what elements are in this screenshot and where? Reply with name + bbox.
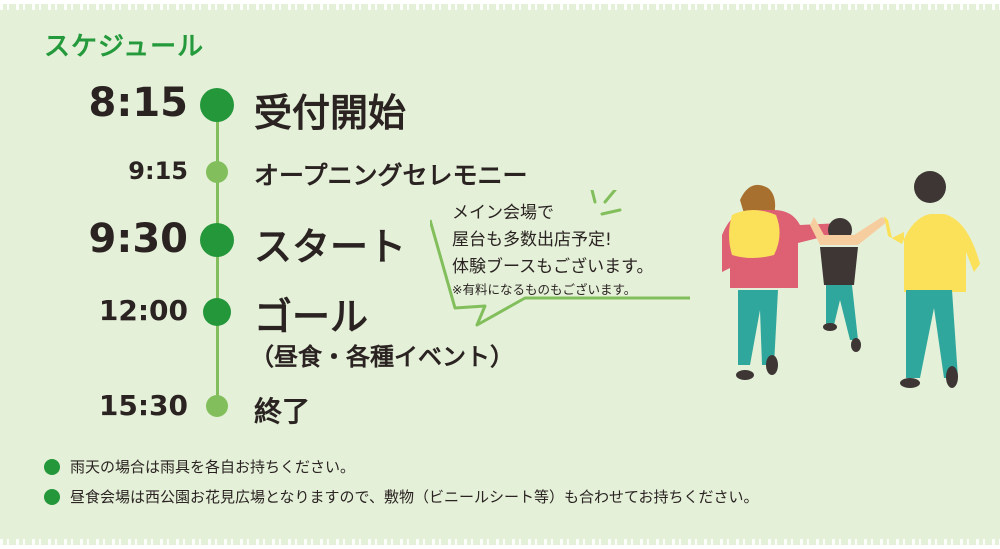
bubble-line: メイン会場で [452,203,554,223]
event-goal-subtitle: （昼食・各種イベント） [250,343,514,371]
timeline-dot-medium-icon [203,298,231,326]
timeline-dot-large-icon [200,88,234,122]
torn-edge-bottom [0,539,1000,545]
bubble-note: ※有料になるものもございます。 [452,282,637,297]
bullet-dot-icon [44,459,60,475]
time-1530: 15:30 [98,389,188,422]
note-item: 昼食会場は西公園お花見広場となりますので、敷物（ビニールシート等）も合わせてお持… [44,482,759,512]
speech-bubble-icon [430,190,690,327]
time-0815: 8:15 [88,80,189,126]
family-holding-hands-illustration [722,171,980,388]
timeline-dot-large-icon [200,223,234,257]
event-goal: ゴール [254,295,369,339]
note-text: 雨天の場合は雨具を各自お持ちください。 [70,458,356,476]
time-0915: 9:15 [128,157,188,185]
bubble-line: 屋台も多数出店予定! [452,230,612,250]
time-1200: 12:00 [98,294,188,327]
notes-list: 雨天の場合は雨具を各自お持ちください。 昼食会場は西公園お花見広場となりますので… [44,452,759,512]
torn-edge-top [0,4,1000,10]
event-opening-ceremony: オープニングセレモニー [254,161,528,190]
note-item: 雨天の場合は雨具を各自お持ちください。 [44,452,759,482]
bullet-dot-icon [44,489,60,505]
timeline-dot-small-icon [206,161,228,183]
bubble-line: 体験ブースもございます。 [452,257,654,277]
section-title: スケジュール [44,32,205,62]
event-start: スタート [254,225,407,269]
bubble-text: メイン会場で 屋台も多数出店予定! 体験ブースもございます。 ※有料になるものも… [452,200,653,299]
event-end: 終了 [254,395,311,428]
note-text: 昼食会場は西公園お花見広場となりますので、敷物（ビニールシート等）も合わせてお持… [70,488,759,506]
timeline-dot-small-icon [206,395,228,417]
time-0930: 9:30 [88,216,189,262]
event-reception: 受付開始 [254,91,407,135]
